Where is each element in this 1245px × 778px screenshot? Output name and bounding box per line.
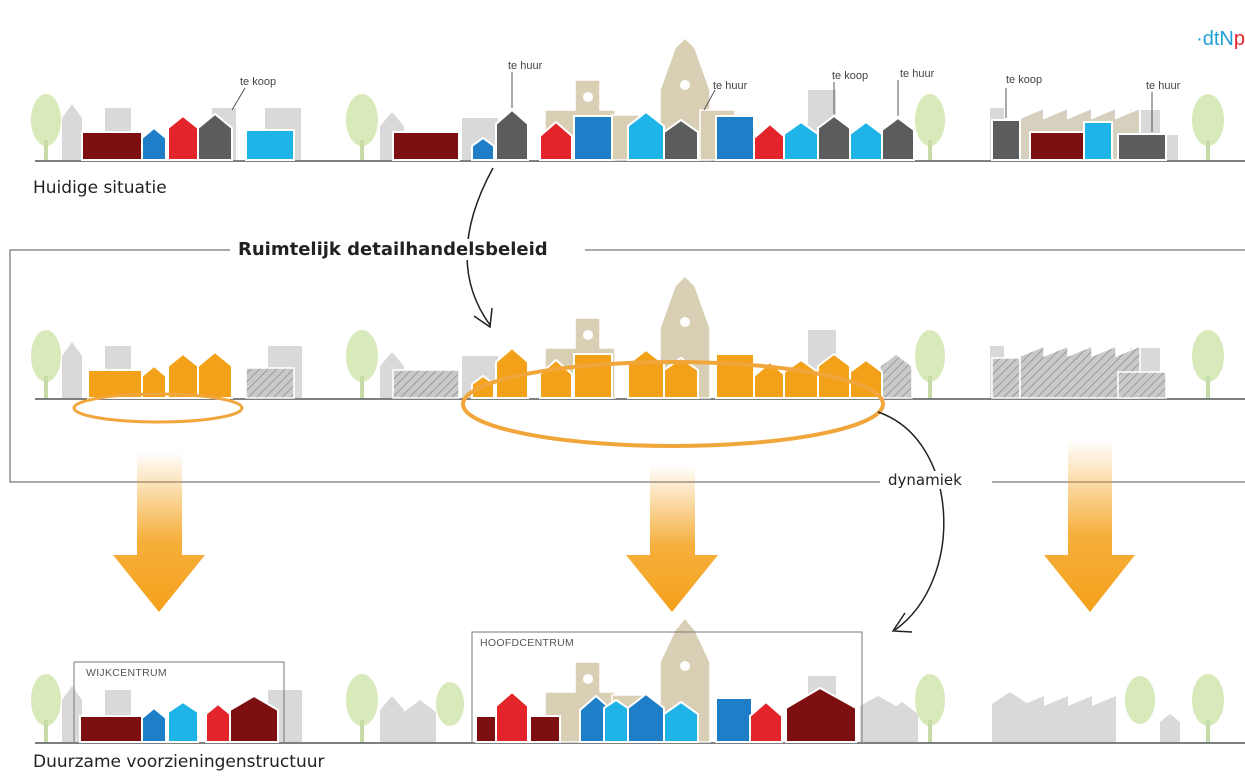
shops-right — [991, 106, 1167, 161]
church-window — [583, 92, 593, 102]
caption-sustainable-structure: Duurzame voorzieningenstructuur — [33, 752, 325, 772]
tag-label: te huur — [508, 60, 543, 72]
trees — [31, 330, 1224, 398]
logo-accent: p — [1233, 28, 1245, 50]
flow-arrow-dynamics — [877, 411, 945, 631]
shops-center — [475, 686, 857, 743]
church-tower-window — [680, 317, 690, 327]
shops-center — [392, 108, 915, 161]
flow-arrow-dynamics-head — [891, 612, 913, 633]
tag-label: te huur — [713, 80, 748, 92]
hoofdcentrum-frame — [471, 631, 863, 742]
cluster-outline-left — [72, 392, 244, 424]
church-window — [583, 330, 593, 340]
trees — [31, 674, 1224, 742]
logo-text: ·dtN — [1196, 28, 1234, 50]
row-current-situation — [31, 36, 1245, 162]
logo: ·dtNp — [1196, 28, 1245, 51]
church-tower-window — [680, 80, 690, 90]
cluster-outline-center — [461, 360, 885, 448]
wijkcentrum-label: WIJKCENTRUM — [86, 667, 167, 679]
hoofdcentrum-label: HOOFDCENTRUM — [480, 637, 575, 649]
trees — [31, 94, 1224, 160]
transition-arrows — [113, 440, 1135, 612]
tag-label: te huur — [900, 68, 935, 80]
tag-label: te koop — [832, 70, 869, 82]
policy-title: Ruimtelijk detailhandelsbeleid — [230, 239, 556, 260]
tag-label: te koop — [1006, 74, 1043, 86]
tag-leaders — [231, 72, 1153, 132]
tag-label: te koop — [240, 76, 277, 88]
dynamics-label: dynamiek — [884, 471, 966, 489]
wijkcentrum-frame — [73, 661, 285, 742]
row-policy — [31, 274, 1245, 448]
church-tower-window — [680, 661, 690, 671]
flow-arrow-top-head — [473, 307, 493, 329]
church-window — [583, 674, 593, 684]
row-sustainable-structure — [31, 616, 1245, 744]
shops-left — [79, 694, 279, 743]
tag-label: te huur — [1146, 80, 1181, 92]
caption-current-situation: Huidige situatie — [33, 178, 167, 198]
concentrated-retail — [87, 346, 883, 399]
vacant-buildings — [245, 344, 1167, 399]
shops-left — [81, 112, 295, 161]
policy-frame — [9, 249, 1245, 483]
